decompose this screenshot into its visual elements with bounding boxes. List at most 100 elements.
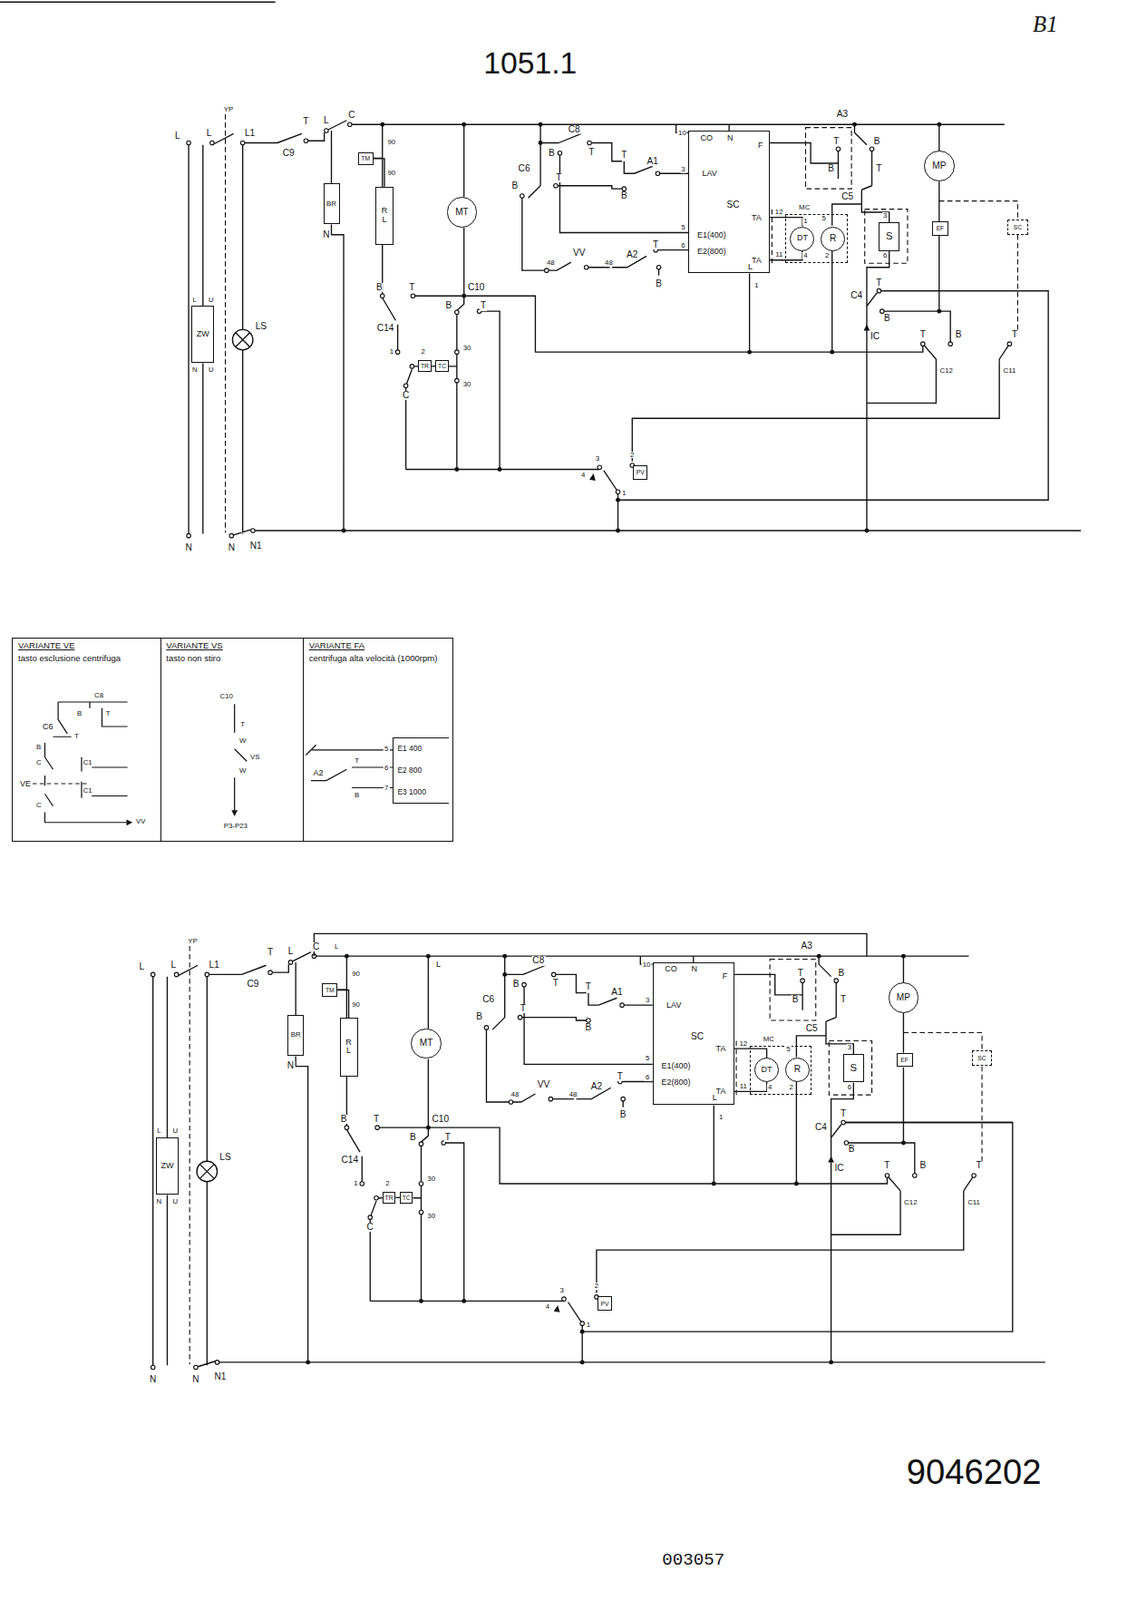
wire-label: T [584, 981, 593, 991]
junction-dot [341, 528, 347, 534]
terminal-name: LAV [701, 169, 717, 178]
wire-label: C [35, 758, 43, 767]
variant-heading: VARIANTE VE [18, 641, 156, 651]
wire-label: L [435, 959, 442, 968]
lamp-symbol [232, 329, 253, 350]
wire-label: C [366, 1222, 375, 1232]
wire-label: 2 [384, 1179, 390, 1187]
wire-label: C6 [481, 994, 496, 1004]
terminal [210, 140, 214, 146]
timer-box: CONLAVSCE1(400)E2(800)TATAFL [652, 962, 735, 1105]
wire-label: 1 [585, 1321, 592, 1329]
variant-link [32, 782, 90, 784]
wire-label: L [155, 1127, 162, 1135]
component-name: PV [636, 468, 645, 476]
wire-label: L [138, 962, 146, 972]
wire-label: C1 [82, 758, 94, 767]
thermostat-box: TM [321, 982, 338, 997]
wire-set [749, 124, 1050, 531]
wire-label: 5 [821, 214, 827, 223]
wire-label: LS [254, 321, 268, 331]
junction-dot [852, 122, 857, 127]
wire-label: B [918, 1160, 927, 1170]
wire-label: A2 [311, 768, 324, 778]
terminal [621, 186, 626, 192]
wire-set [188, 120, 1081, 536]
wire-label: W [238, 767, 247, 775]
variant-heading: VARIANTE VS [165, 641, 298, 651]
junction-dot [615, 528, 621, 534]
wire-label: W [238, 737, 247, 745]
terminal [656, 265, 661, 271]
wire-label: C12 [903, 1198, 918, 1206]
wire-label: C11 [966, 1198, 982, 1206]
wire [337, 989, 349, 1018]
terminal [597, 465, 602, 470]
component-name: MC [797, 204, 811, 212]
wiring [186, 114, 1081, 538]
wire-label: B [847, 1144, 856, 1154]
wire-label: T [796, 968, 805, 978]
wire-label: 2 [420, 348, 427, 356]
motor-group: MCDTR [785, 213, 848, 263]
junction-dot [379, 122, 385, 127]
wire-label: 2 [629, 451, 635, 459]
terminal-name: TA [716, 1044, 727, 1053]
wire-label: 4 [544, 1302, 551, 1311]
terminal [348, 122, 352, 127]
wire-label: 1 [802, 217, 808, 225]
wire-label: 7 [383, 784, 389, 792]
wire-label: C14 [340, 1155, 360, 1165]
wire-label: 6 [882, 252, 888, 260]
terminal [869, 146, 874, 152]
terminal [455, 310, 459, 315]
rotor-circle: R [785, 1057, 810, 1082]
component-name: TC [437, 362, 447, 370]
wire-label: A1 [610, 987, 623, 997]
terminal [553, 184, 558, 189]
filter-box: SC [1007, 219, 1028, 235]
wire-label: 30 [426, 1212, 437, 1220]
wire-label: 6 [680, 242, 686, 250]
wire-label: 5 [680, 223, 686, 232]
thermostat-box: TM [358, 152, 374, 166]
wire-label: B [375, 282, 384, 292]
wire-label: T [372, 1114, 380, 1124]
wire-label: N [321, 230, 331, 240]
wire-label: T [105, 709, 112, 718]
terminal [948, 341, 953, 347]
wire-label: 30 [462, 344, 473, 352]
terminal [324, 128, 329, 134]
wire-label: 1 [352, 1179, 359, 1187]
motor-circle: MT [447, 196, 478, 228]
junction-dot [615, 497, 621, 503]
terminal-name: E2(800) [697, 247, 727, 256]
terminal [1007, 341, 1011, 347]
component-name: SC [1013, 223, 1022, 231]
terminal-name: CO [700, 134, 713, 143]
wire-label: N1 [249, 541, 263, 551]
junction-dot [829, 349, 835, 355]
junction-dot [864, 528, 869, 534]
wire-label: C [401, 390, 410, 400]
wire-label: B [76, 709, 83, 718]
wire-label: L1 [243, 128, 256, 138]
wire-label: C14 [376, 323, 396, 333]
wire-label: T [519, 1003, 527, 1013]
component-name: MT [455, 207, 469, 218]
terminal [186, 533, 191, 538]
wire [769, 217, 803, 227]
wire-label: T [874, 164, 883, 174]
wire-label: N [148, 1373, 157, 1383]
terminal-name: E1(400) [697, 231, 727, 240]
wire-label: IC [869, 331, 881, 341]
wire [734, 1048, 768, 1058]
wire-label: C5 [840, 192, 855, 202]
component-name: EF [900, 1056, 909, 1063]
motor-circle: MT [410, 1028, 442, 1060]
pressostat-box: PV [597, 1295, 613, 1311]
junction-dot [497, 466, 503, 472]
component-name: E3 1000 [397, 787, 448, 797]
wire-label: B [511, 181, 520, 191]
